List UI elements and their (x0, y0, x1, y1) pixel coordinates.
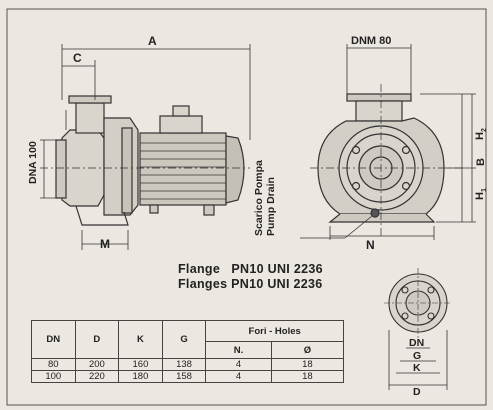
header-k: K (118, 320, 163, 359)
dim-label-n: N (366, 238, 375, 252)
dim-label-dnm: DNM 80 (351, 35, 391, 47)
table-cell: 18 (270, 358, 345, 371)
dim-label-h1-sub: 1 (481, 188, 488, 192)
pump-side-view (40, 95, 250, 226)
table-row: 80 200 160 138 4 18 (31, 358, 345, 371)
table-cell: 160 (118, 358, 163, 371)
flange-note-line1: Flange PN10 UNI 2236 (178, 262, 323, 276)
dim-label-h2: H (474, 132, 486, 140)
dim-label-h2-group: H 2 (474, 128, 488, 140)
table-cell: 4 (205, 370, 272, 383)
drain-label-en: Pump Drain (265, 177, 277, 236)
flange-standard-note: Flange PN10 UNI 2236 Flanges PN10 UNI 22… (178, 262, 323, 292)
header-holes: Fori - Holes (205, 320, 344, 342)
flange-note-line2: Flanges PN10 UNI 2236 (178, 277, 323, 291)
table-cell: 80 (31, 358, 76, 371)
table-header-row: DN D K G Fori - Holes (31, 320, 344, 359)
flange-dimensions-table: DN D K G Fori - Holes N. Ø 80 200 160 13… (31, 320, 345, 383)
table-cell: 180 (118, 370, 163, 383)
table-cell: 18 (270, 370, 345, 383)
table-cell: 100 (31, 370, 76, 383)
flange-detail-view (384, 268, 452, 338)
dim-label-dna: DNA 100 (27, 141, 39, 184)
header-holes-count: N. (205, 341, 272, 359)
dim-label-h2-sub: 2 (481, 128, 488, 132)
dim-label-m: M (100, 237, 110, 251)
header-holes-diameter: Ø (270, 341, 345, 359)
page-border (6, 8, 487, 406)
table-row: 100 220 180 158 4 18 (31, 370, 345, 383)
dim-label-a: A (148, 34, 157, 48)
dim-label-k: K (413, 362, 421, 374)
dim-label-b: B (475, 158, 487, 166)
dim-label-h1-group: H 1 (474, 188, 488, 200)
table-cell: 4 (205, 358, 272, 371)
dim-label-h1: H (474, 192, 486, 200)
dim-label-dn: DN (409, 337, 424, 349)
flange-dimension-lines (388, 330, 448, 390)
table-cell: 200 (74, 358, 120, 371)
dim-label-d: D (413, 386, 421, 398)
table-cell: 158 (161, 370, 207, 383)
table-cell: 220 (74, 370, 120, 383)
side-dimension-lines (40, 44, 251, 250)
drain-label-it: Scarico Pompa (253, 160, 265, 236)
header-g: G (161, 320, 207, 359)
front-dimension-lines (300, 44, 476, 240)
pump-front-view (310, 84, 462, 238)
table-cell: 138 (161, 358, 207, 371)
dim-label-c: C (73, 51, 82, 65)
header-d: D (74, 320, 120, 359)
header-dn: DN (31, 320, 76, 359)
dim-label-g: G (413, 350, 421, 362)
